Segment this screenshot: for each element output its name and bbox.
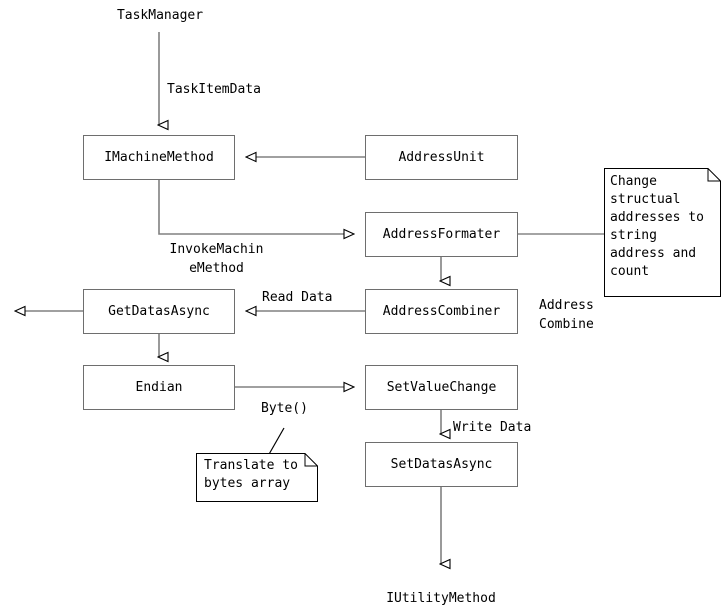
edge-label-taskitemdata: TaskItemData — [167, 82, 261, 97]
node-imachinemethod[interactable]: IMachineMethod — [83, 135, 235, 180]
node-getdatasasync[interactable]: GetDatasAsync — [83, 289, 235, 334]
note-translate-bytes[interactable]: Translate to bytes array — [196, 453, 318, 502]
node-label-endian: Endian — [135, 380, 183, 395]
node-label-addresscombiner: AddressCombiner — [382, 304, 501, 319]
node-addresscombiner[interactable]: AddressCombiner — [365, 289, 518, 334]
note-shape-change — [604, 168, 721, 297]
node-label-setvaluechange: SetValueChange — [386, 380, 497, 395]
node-label-getdatasasync: GetDatasAsync — [108, 304, 210, 319]
edge-label-byte: Byte() — [261, 401, 308, 416]
edge-label-readdata: Read Data — [262, 290, 333, 305]
node-addressformater[interactable]: AddressFormater — [365, 212, 518, 257]
node-label-addressformater: AddressFormater — [382, 227, 501, 242]
node-label-addressunit: AddressUnit — [398, 150, 485, 165]
node-addressunit[interactable]: AddressUnit — [365, 135, 518, 180]
edge-label-addresscombine: Address Combine — [539, 298, 594, 332]
endpoint-label-taskmanager: TaskManager — [116, 8, 204, 23]
node-label-setdatasasync: SetDatasAsync — [390, 457, 493, 472]
note-change-structual[interactable]: Change structual addresses to string add… — [604, 168, 721, 297]
edge-note-translate-connector — [267, 427, 285, 457]
note-change-text: Change structual addresses to string add… — [610, 174, 704, 279]
note-shape-translate — [196, 453, 318, 502]
note-translate-text: Translate to bytes array — [204, 458, 298, 491]
node-setdatasasync[interactable]: SetDatasAsync — [365, 442, 518, 487]
node-endian[interactable]: Endian — [83, 365, 235, 410]
edge-label-writedata: Write Data — [453, 420, 532, 435]
node-setvaluechange[interactable]: SetValueChange — [365, 365, 518, 410]
node-label-imachinemethod: IMachineMethod — [104, 150, 214, 165]
edge-label-invokemachinemethod: InvokeMachin eMethod — [169, 242, 264, 276]
edge-imachinemethod-to-addressformater — [158, 180, 353, 234]
endpoint-label-iutilitymethod: IUtilityMethod — [386, 591, 496, 606]
